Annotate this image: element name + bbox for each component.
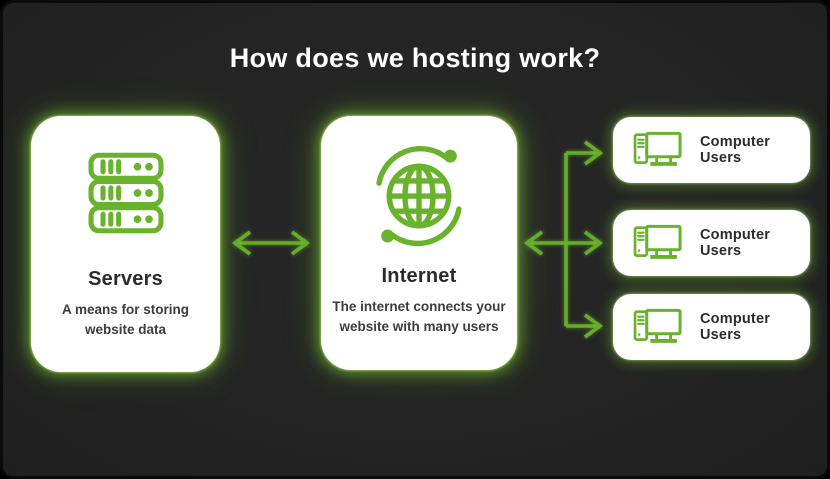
page-title: How does we hosting work? [229, 43, 601, 73]
internet-card-title: Internet [381, 265, 457, 287]
servers-internet-arrow [231, 230, 311, 256]
servers-card-title: Servers [88, 268, 163, 290]
internet-card-description: The internet connects your website with … [332, 299, 506, 334]
computer-users-label: Computer Users [700, 311, 771, 343]
internet-users-arrows [523, 140, 604, 339]
servers-card: Servers A means for storing website data [31, 116, 220, 372]
globe-icon [376, 146, 462, 247]
internet-card: Internet The internet connects your webs… [321, 116, 517, 370]
desktop-computer-icon [633, 308, 682, 343]
computer-users-card-3: Computer Users [613, 294, 810, 360]
desktop-computer-icon [633, 224, 682, 259]
computer-users-card-1: Computer Users [613, 117, 810, 183]
desktop-computer-icon [633, 131, 682, 166]
computer-users-card-2: Computer Users [613, 210, 810, 276]
server-stack-icon [88, 152, 163, 234]
computer-users-label: Computer Users [700, 134, 771, 166]
computer-users-label: Computer Users [700, 227, 771, 259]
servers-card-description: A means for storing website data [61, 302, 190, 337]
